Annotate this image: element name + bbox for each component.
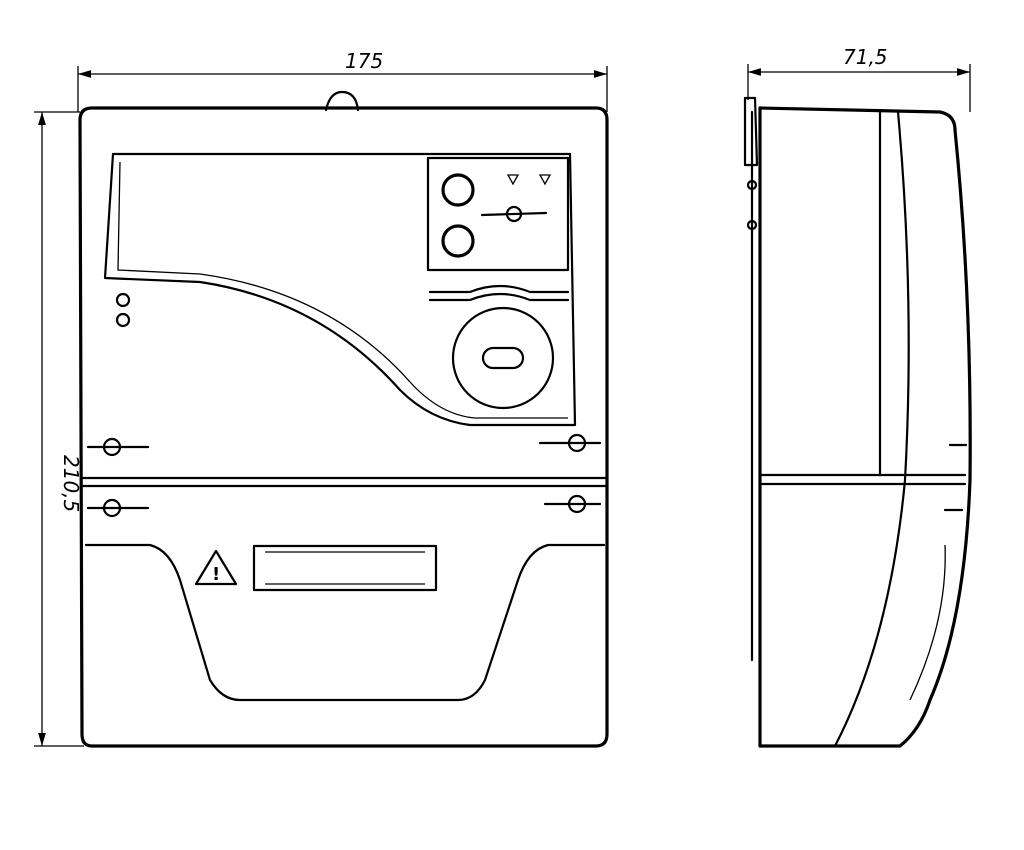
side-view (743, 96, 972, 748)
depth-label: 71,5 (843, 45, 888, 69)
width-dimension: 175 (77, 49, 608, 112)
front-view: ! (78, 90, 609, 748)
height-dimension: 210,5 (34, 111, 84, 747)
height-label: 210,5 (59, 455, 83, 512)
width-label: 175 (345, 49, 383, 73)
depth-dimension: 71,5 (747, 45, 971, 112)
screws (86, 433, 602, 518)
svg-text:!: ! (212, 564, 220, 585)
warning-icon: ! (194, 549, 238, 586)
